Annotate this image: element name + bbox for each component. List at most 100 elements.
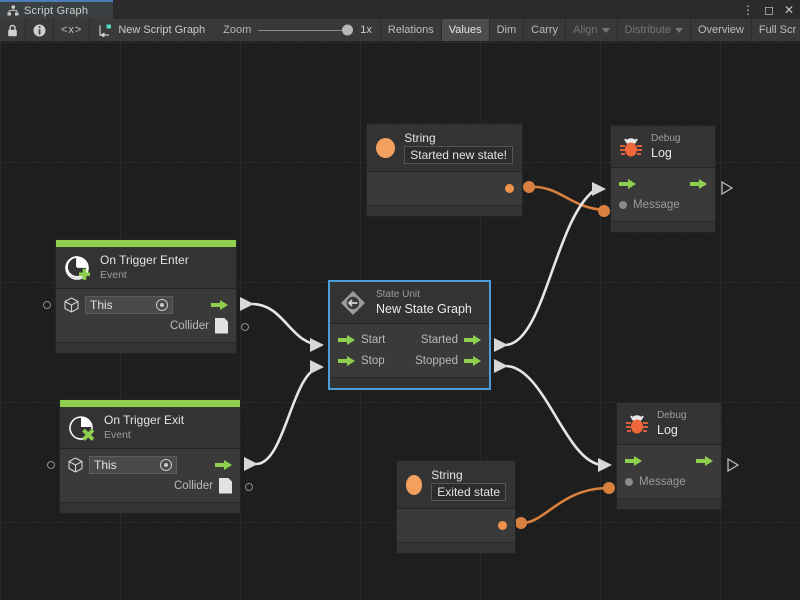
collider-icon[interactable] (215, 317, 228, 334)
control-input-port[interactable] (619, 178, 636, 189)
zoom-control[interactable]: Zoom 1x (215, 19, 381, 41)
edge-started-to-log-top (505, 187, 597, 347)
debug-log-bottom-output-marker[interactable] (727, 457, 740, 477)
edge-arrow (494, 359, 508, 373)
edge-stopped-to-log-bottom (505, 364, 603, 467)
node-body: Message (617, 445, 721, 498)
dim-button[interactable]: Dim (490, 19, 525, 41)
event-accent-bar (60, 400, 240, 407)
port-row-control (625, 450, 713, 471)
port-row-start: Start Started (338, 329, 481, 350)
stop-input-port[interactable] (338, 355, 355, 366)
zoom-slider-handle[interactable] (342, 24, 354, 36)
node-state-unit[interactable]: State Unit New State Graph Start Started (329, 281, 490, 389)
graph-name-field[interactable]: New Script Graph (90, 19, 215, 41)
string-output-port[interactable] (505, 184, 514, 193)
node-supertitle: State Unit (376, 289, 420, 300)
node-body: This Collider (56, 289, 236, 342)
event-target-input-port[interactable] (47, 461, 55, 469)
align-dropdown[interactable]: Align (566, 19, 618, 41)
started-output-port[interactable] (464, 334, 481, 345)
port-row-message: Message (625, 471, 713, 492)
overview-button[interactable]: Overview (691, 19, 752, 41)
edge-arrow (598, 458, 612, 472)
node-string-bottom[interactable]: String Exited state (396, 460, 516, 554)
message-input-port[interactable] (625, 477, 633, 486)
node-title: Log (651, 146, 672, 160)
node-footer (330, 377, 489, 388)
object-picker-icon[interactable] (156, 298, 168, 311)
string-output-port[interactable] (498, 521, 507, 530)
maximize-icon[interactable]: ◻ (763, 3, 774, 17)
edge-arrow (240, 297, 254, 311)
edge-arrow (310, 338, 324, 352)
state-unit-icon (339, 289, 367, 317)
port-row-message: Message (619, 194, 707, 215)
stop-label: Stop (361, 354, 385, 367)
event-target-input-port[interactable] (43, 301, 51, 309)
lock-button[interactable] (0, 19, 26, 41)
carry-button[interactable]: Carry (524, 19, 567, 41)
string-value-input[interactable]: Exited state (431, 483, 506, 501)
relations-button[interactable]: Relations (381, 19, 442, 41)
port-row-target: This (64, 294, 228, 315)
node-subtitle: Event (100, 269, 127, 281)
control-output-port[interactable] (696, 455, 713, 466)
node-string-top[interactable]: String Started new state! (366, 123, 523, 217)
target-dropdown[interactable]: This (85, 295, 173, 314)
collider-output-port[interactable] (241, 323, 249, 331)
align-label: Align (573, 24, 598, 36)
node-footer (397, 542, 515, 553)
edge-endpoint (523, 181, 535, 193)
node-footer (367, 205, 522, 216)
node-debug-log-top[interactable]: Debug Log Message (610, 125, 716, 233)
info-button[interactable] (26, 19, 54, 41)
node-title: On Trigger Enter (100, 253, 189, 267)
tab-script-graph[interactable]: Script Graph (0, 0, 113, 19)
graph-name-label: New Script Graph (118, 24, 206, 36)
zoom-slider[interactable] (258, 24, 354, 36)
code-view-button[interactable]: <x> (54, 19, 91, 41)
event-accent-bar (56, 240, 236, 247)
control-input-port[interactable] (625, 455, 642, 466)
control-output-port[interactable] (215, 459, 232, 470)
close-icon[interactable]: ✕ (783, 3, 794, 17)
node-header: String Started new state! (367, 124, 522, 172)
node-supertitle: Debug (657, 410, 687, 421)
node-header: Debug Log (611, 126, 715, 168)
distribute-label: Distribute (624, 24, 671, 36)
tab-label: Script Graph (24, 4, 89, 17)
collider-icon[interactable] (219, 477, 232, 494)
distribute-dropdown[interactable]: Distribute (618, 19, 691, 41)
port-row-target: This (68, 454, 232, 475)
control-output-port[interactable] (690, 178, 707, 189)
node-on-trigger-exit[interactable]: On Trigger Exit Event This (59, 399, 241, 514)
stopped-output-port[interactable] (464, 355, 481, 366)
stopped-label: Stopped (415, 354, 458, 367)
graph-canvas[interactable]: String Started new state! (0, 42, 800, 600)
collider-label: Collider (174, 479, 213, 492)
node-debug-log-bottom[interactable]: Debug Log Message (616, 402, 722, 510)
node-header: On Trigger Enter Event (56, 247, 236, 289)
window-titlebar: Script Graph ⋮ ◻ ✕ (0, 0, 800, 19)
target-dropdown[interactable]: This (89, 455, 177, 474)
start-input-port[interactable] (338, 334, 355, 345)
object-picker-icon[interactable] (160, 458, 172, 471)
values-button[interactable]: Values (441, 19, 490, 41)
port-row-output (375, 178, 514, 199)
node-title: New State Graph (376, 302, 472, 316)
kebab-menu-icon[interactable]: ⋮ (741, 3, 754, 17)
node-footer (56, 342, 236, 353)
zoom-label: Zoom (223, 24, 252, 36)
node-on-trigger-enter[interactable]: On Trigger Enter Event This (55, 239, 237, 354)
fullscreen-button[interactable]: Full Scr (752, 19, 800, 41)
message-input-port[interactable] (619, 200, 627, 209)
collider-output-port[interactable] (245, 483, 253, 491)
debug-log-top-output-marker[interactable] (721, 180, 734, 200)
control-output-port[interactable] (211, 299, 228, 310)
graph-toolbar: <x> New Script Graph Zoom 1x Relations V… (0, 19, 800, 42)
node-header: State Unit New State Graph (330, 282, 489, 324)
string-value-input[interactable]: Started new state! (404, 146, 513, 164)
port-row-output (405, 515, 507, 536)
event-exit-icon (69, 415, 95, 441)
